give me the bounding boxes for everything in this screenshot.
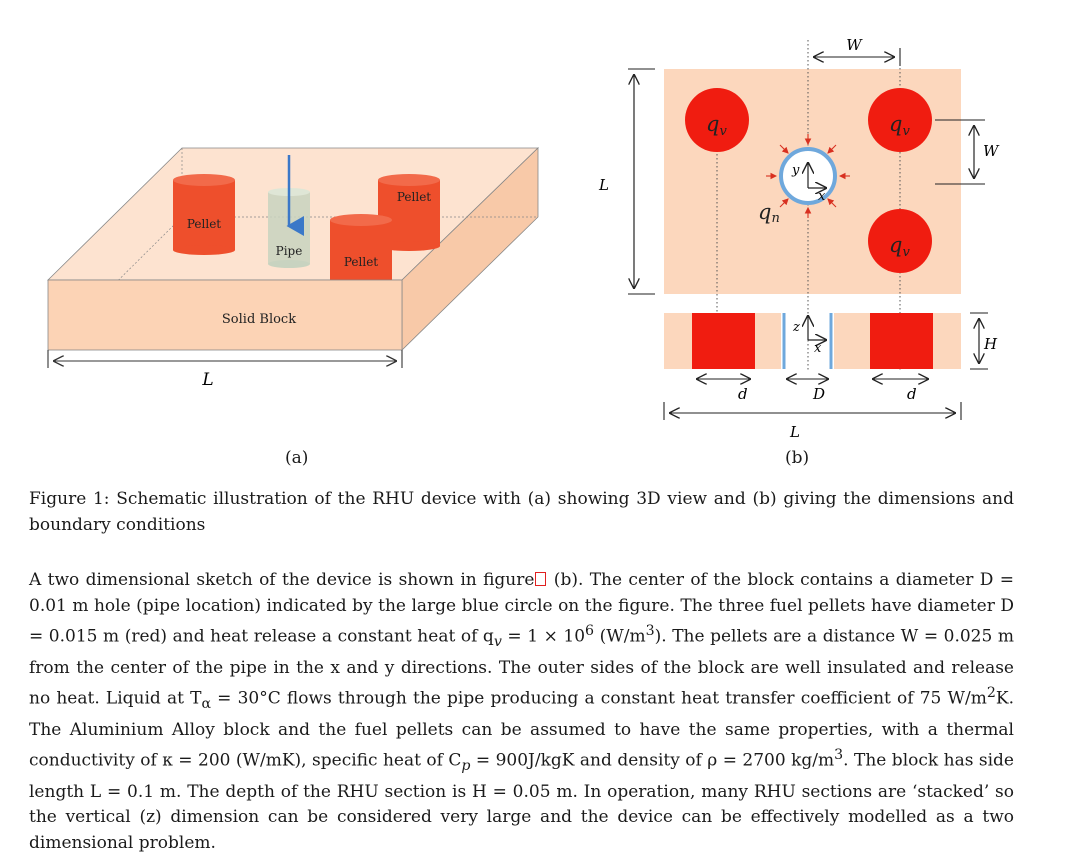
dimension-D-label: D	[812, 385, 825, 403]
pellet-label: Pellet	[397, 190, 431, 204]
pellet-top-left	[685, 88, 749, 152]
dimension-W-top	[814, 48, 901, 66]
dimension-W-label: W	[983, 142, 1000, 160]
heat-flux-arrows	[766, 134, 850, 218]
pellet-side-left	[692, 313, 755, 369]
dimension-L-horizontal	[663, 402, 962, 420]
pellet-label: Pellet	[187, 217, 221, 231]
qv-label: qv	[706, 112, 727, 139]
text-subscript: v	[493, 634, 502, 651]
text-subscript: p	[461, 758, 471, 775]
qn-label: qn	[758, 200, 780, 226]
dimension-L-label: L	[201, 370, 213, 390]
block-front-face	[47, 279, 403, 351]
dimension-L	[47, 350, 403, 368]
dimension-W-label: W	[846, 36, 863, 54]
block-label: Solid Block	[222, 312, 296, 327]
text-run: (b). The center of the block contains a …	[29, 570, 1014, 647]
text-superscript: 3	[645, 623, 655, 639]
axes-xy	[808, 163, 826, 188]
dimension-L-label: L	[598, 176, 609, 194]
subfigure-label-a: (a)	[285, 448, 309, 468]
text-superscript: 6	[585, 623, 595, 639]
text-run: = 1 × 10	[501, 626, 586, 647]
text-superscript: 2	[986, 685, 996, 702]
qv-label: qv	[889, 112, 910, 139]
axis-x-label: x	[814, 341, 822, 356]
dimension-d-label: d	[907, 385, 917, 403]
body-paragraph: A two dimensional sketch of the device i…	[29, 568, 1014, 856]
pipe: Pipe	[268, 155, 310, 268]
axis-x-label: x	[818, 189, 826, 204]
text-superscript: 3	[834, 747, 844, 764]
pellet-bottom-right	[868, 209, 932, 273]
text-run: A two dimensional sketch of the device i…	[29, 570, 535, 590]
pellet-label: Pellet	[344, 255, 378, 269]
dimension-L-label: L	[789, 423, 800, 441]
figure-b-2d-schematic: qv qv qv y x qn W W	[598, 36, 1000, 441]
pellet-side-right	[870, 313, 933, 369]
qv-label: qv	[889, 233, 910, 260]
text-run: = 30°C flows through the pipe producing …	[211, 688, 987, 709]
text-subscript: α	[201, 696, 211, 713]
pellet-top-right	[868, 88, 932, 152]
pipe-label: Pipe	[276, 244, 303, 258]
dimension-W-right	[935, 119, 985, 185]
dimension-H	[970, 312, 988, 370]
axis-y-label: y	[791, 163, 800, 178]
pellet-back-left: Pellet	[173, 174, 235, 255]
axis-z-label: z	[792, 320, 800, 335]
text-run: (W/m	[594, 626, 646, 647]
figure-a-3d-view: Pellet Pellet Pipe Pellet Solid Block L	[47, 147, 539, 390]
dimension-H-label: H	[983, 335, 998, 353]
text-run: = 900J/kgK and density of ρ = 2700 kg/m	[470, 750, 835, 771]
subfigure-label-b: (b)	[785, 448, 810, 468]
dimension-L-vertical	[628, 68, 655, 295]
figure-reference-link[interactable]: 1	[535, 572, 547, 586]
figure-caption: Figure 1: Schematic illustration of the …	[29, 489, 1014, 535]
dimension-d-label: d	[738, 385, 748, 403]
text-run: ). The pellets are a distance W = 0.025 …	[29, 626, 1014, 709]
axes-xz	[808, 316, 826, 340]
text-run: K. The Aluminium Alloy block and the fue…	[29, 688, 1014, 771]
